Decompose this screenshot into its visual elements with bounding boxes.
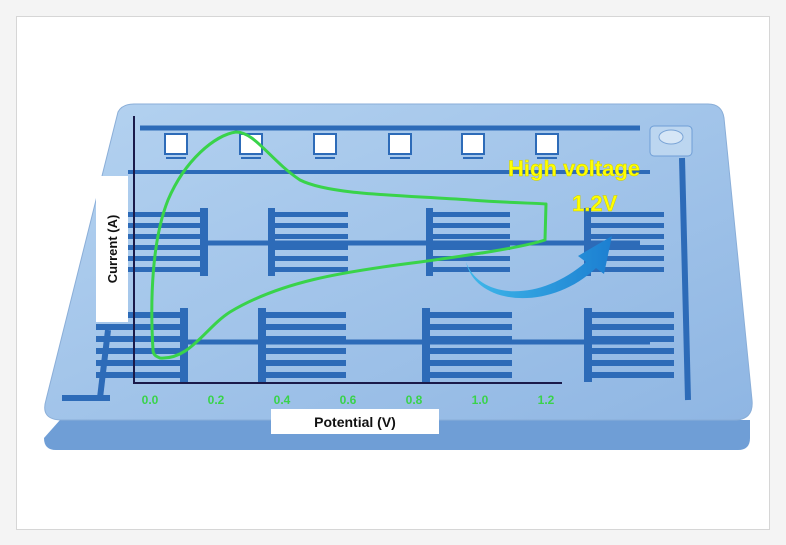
x-axis-label-box <box>271 409 439 434</box>
board-side <box>44 420 750 450</box>
annotation-line1: High voltage <box>508 156 640 181</box>
electrode-unit <box>96 308 188 382</box>
right-rail <box>679 157 691 401</box>
electrode-unit <box>584 308 674 382</box>
x-tick-label: 0.8 <box>406 393 423 407</box>
y-axis-label-box <box>96 176 128 322</box>
electrode-unit <box>258 308 346 382</box>
electrode-unit <box>422 308 512 382</box>
x-tick-labels: 0.0 0.2 0.4 0.6 0.8 1.0 1.2 <box>142 393 555 407</box>
voltage-increase-arrow <box>466 236 612 299</box>
x-tick-label: 0.2 <box>208 393 225 407</box>
x-axis-label: Potential (V) <box>314 414 396 430</box>
y-axis-label: Current (A) <box>105 215 120 284</box>
annotation-line2: 1.2V <box>572 191 618 216</box>
cv-curve <box>150 130 548 360</box>
electrode-array-upper <box>128 208 664 276</box>
electrode-unit <box>128 208 208 276</box>
electrode-unit <box>268 208 348 276</box>
x-tick-label: 1.0 <box>472 393 489 407</box>
contact-pads <box>164 133 559 155</box>
electrode-array-lower <box>96 308 674 382</box>
x-tick-label: 0.0 <box>142 393 159 407</box>
x-tick-label: 1.2 <box>538 393 555 407</box>
terminal-button <box>658 129 684 145</box>
electrode-unit <box>426 208 510 276</box>
x-tick-label: 0.6 <box>340 393 357 407</box>
x-tick-label: 0.4 <box>274 393 291 407</box>
electrode-unit <box>584 208 664 276</box>
